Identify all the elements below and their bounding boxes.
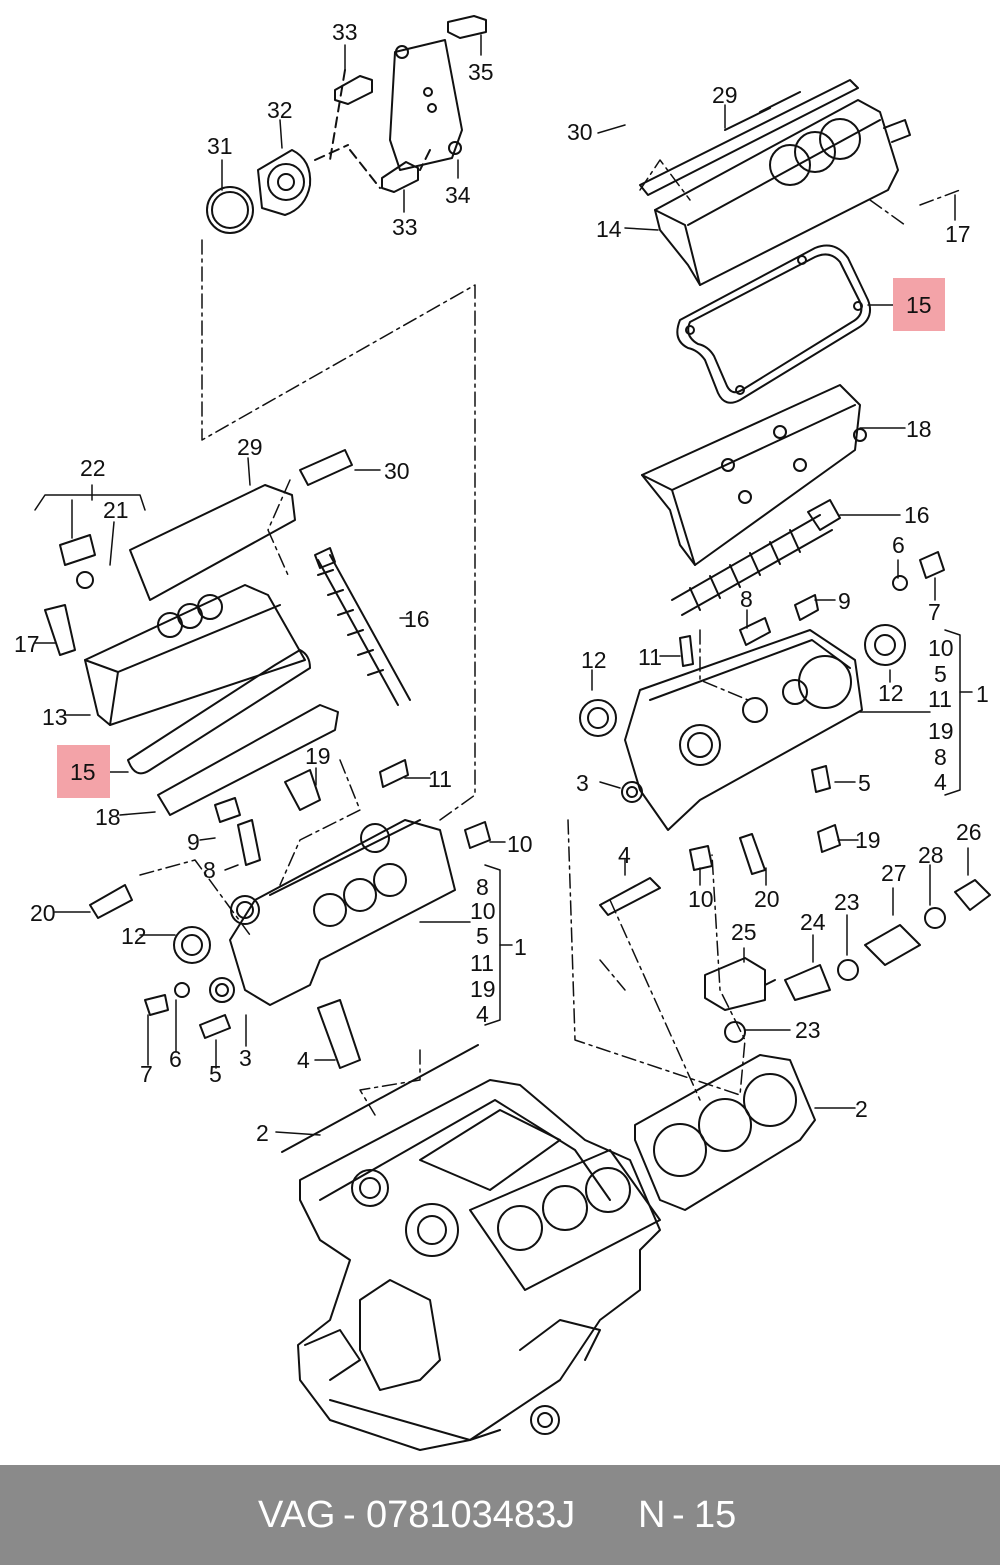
callout-2-left: 2: [256, 1120, 269, 1146]
callout-20-left: 20: [30, 900, 56, 926]
right-cylinder-head: [579, 551, 945, 916]
callout-19-right-lower: 19: [855, 827, 881, 853]
callout-8-left-list: 8: [476, 874, 489, 900]
callout-5-left-lower: 5: [209, 1061, 222, 1087]
callout-25: 25: [731, 919, 757, 945]
callout-9-right: 9: [838, 588, 851, 614]
callout-27: 27: [881, 860, 907, 886]
callout-18-right: 18: [906, 416, 932, 442]
callout-24: 24: [800, 909, 826, 935]
left-head-gasket: [281, 1044, 479, 1153]
callout-4-right-list: 4: [934, 769, 947, 795]
callout-16-right: 16: [904, 502, 930, 528]
callout-6-right: 6: [892, 532, 905, 558]
callout-23-lower: 23: [795, 1017, 821, 1043]
left-valve-cover: [44, 534, 306, 726]
callout-6-left: 6: [169, 1046, 182, 1072]
callout-12-left: 12: [121, 923, 147, 949]
callout-29-right: 29: [712, 82, 738, 108]
left-valve-cover-gasket: [127, 649, 311, 775]
callout-30-left: 30: [384, 458, 410, 484]
left-valve-cover-top: [129, 449, 353, 601]
callout-11-right-list: 11: [928, 686, 952, 712]
callout-5-right-lower: 5: [858, 770, 871, 796]
callout-15-left: 15: [70, 759, 96, 785]
callout-26: 26: [956, 819, 982, 845]
callout-13: 13: [42, 704, 68, 730]
callout-8-right: 8: [740, 586, 753, 612]
engine-block: [297, 1079, 661, 1451]
callout-16-left: 16: [404, 606, 430, 632]
callout-32: 32: [267, 97, 293, 123]
assembly-guide-lines: [139, 159, 961, 1116]
callout-4-right-lower: 4: [618, 842, 631, 868]
right-camshaft-cap: [641, 384, 867, 566]
callout-8-right-list: 8: [934, 744, 947, 770]
callout-12-right-upper: 12: [581, 647, 607, 673]
footer-separator: -: [343, 1494, 356, 1536]
callout-11-left: 11: [428, 766, 452, 792]
callout-19-left: 19: [305, 743, 331, 769]
highlight-box-left: [57, 745, 110, 798]
exploded-engine-diagram: [34, 15, 991, 1451]
leader-lines: [34, 34, 973, 1136]
right-sensors: [704, 879, 991, 1043]
callout-5-left-list: 5: [476, 923, 489, 949]
highlight-box-right: [893, 278, 945, 331]
callout-11-right: 11: [638, 644, 662, 670]
callout-21: 21: [103, 497, 129, 523]
callout-12-right-lower: 12: [878, 680, 904, 706]
callout-35: 35: [468, 59, 494, 85]
callout-19-left-list: 19: [470, 976, 496, 1002]
callout-18-left: 18: [95, 804, 121, 830]
callout-33: 33: [332, 19, 358, 45]
callout-29-left: 29: [237, 434, 263, 460]
callout-33-lower: 33: [392, 214, 418, 240]
callout-17-right: 17: [945, 221, 971, 247]
left-camshaft: [314, 547, 411, 706]
callout-31: 31: [207, 133, 233, 159]
callout-10-right-lower: 10: [688, 886, 714, 912]
callout-4-left-lower: 4: [297, 1047, 310, 1073]
callout-17-left: 17: [14, 631, 40, 657]
right-valve-cover-gasket: [676, 244, 871, 404]
callout-22: 22: [80, 455, 106, 481]
footer-item-prefix: N: [638, 1494, 666, 1536]
callout-7-right: 7: [928, 599, 941, 625]
callout-3-right: 3: [576, 770, 589, 796]
footer-item-number: 15: [694, 1494, 737, 1536]
callout-28: 28: [918, 842, 944, 868]
right-camshaft: [671, 499, 841, 616]
footer-part-number: 078103483J: [366, 1494, 576, 1536]
callout-10-right: 10: [928, 635, 954, 661]
callout-7-left: 7: [140, 1061, 153, 1087]
left-camshaft-cap: [157, 704, 339, 816]
callout-19-right-list: 19: [928, 718, 954, 744]
callout-14: 14: [596, 216, 622, 242]
callout-1-right: 1: [976, 681, 989, 707]
footer-item-separator: -: [672, 1494, 685, 1536]
callout-9-left: 9: [187, 829, 200, 855]
callout-20-right: 20: [754, 886, 780, 912]
camshaft-seal-assembly: [206, 15, 487, 234]
right-valve-cover: [639, 79, 911, 286]
callout-4-left-list: 4: [476, 1001, 489, 1027]
part-number-footer: VAG - 078103483J N - 15: [0, 1465, 1000, 1565]
callout-1-left: 1: [514, 934, 527, 960]
callout-10-left-list: 10: [470, 898, 496, 924]
callout-3-left: 3: [239, 1045, 252, 1071]
callout-10-left: 10: [507, 831, 533, 857]
callout-30-right: 30: [567, 119, 593, 145]
left-cylinder-head: [89, 759, 491, 1069]
footer-brand: VAG: [258, 1494, 336, 1536]
callout-15-right: 15: [906, 292, 932, 318]
callout-2-right: 2: [855, 1096, 868, 1122]
callout-8-left: 8: [203, 857, 216, 883]
callout-11-left-list: 11: [470, 950, 494, 976]
callout-34: 34: [445, 182, 471, 208]
callout-23-upper: 23: [834, 889, 860, 915]
callout-5-right: 5: [934, 661, 947, 687]
right-head-gasket: [634, 1054, 816, 1211]
